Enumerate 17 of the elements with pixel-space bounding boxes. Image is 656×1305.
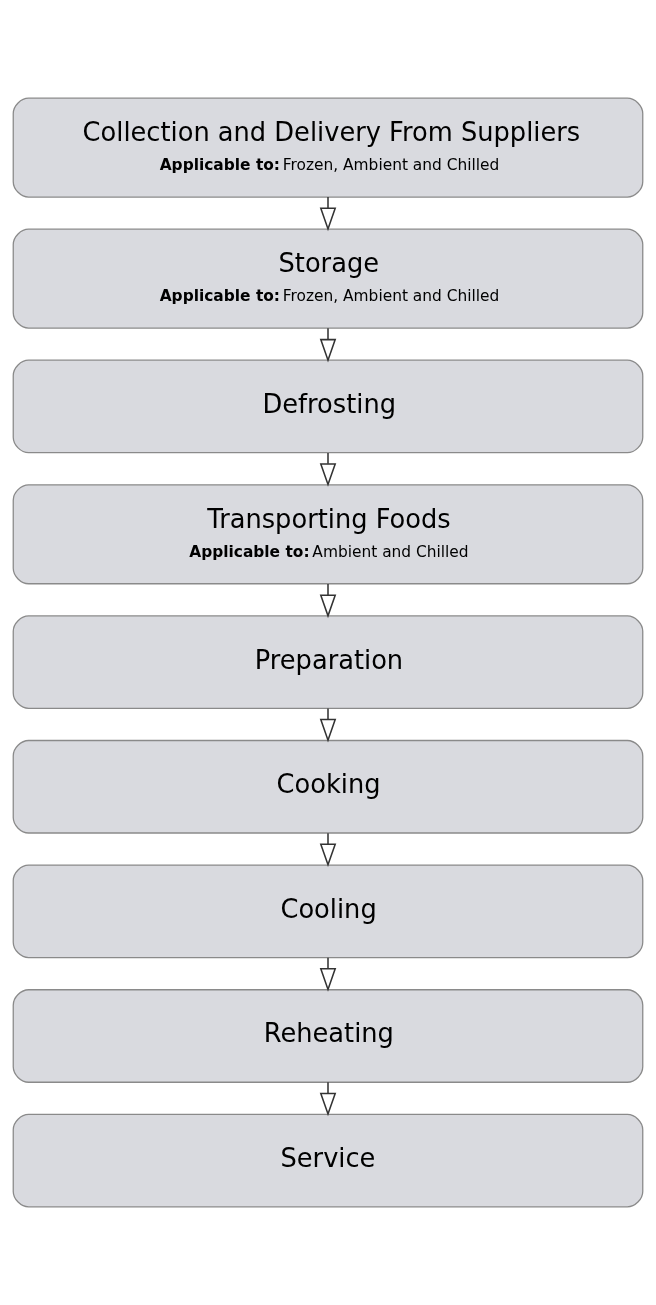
node-box: Cooking [12,739,644,834]
arrow [319,957,337,992]
node-box: Service [12,1113,644,1208]
arrow [319,452,337,487]
node-box: Preparation [12,615,644,710]
arrow [319,1081,337,1117]
node-box: Defrosting [12,359,644,454]
node-box: Storage Applicable to: Frozen, Ambient and Chilled [12,228,644,329]
arrow [319,327,337,363]
node-box: Collection and Delivery From Suppliers Applicable to: Frozen, Ambient and Chilled [12,97,644,198]
arrow [319,832,337,868]
arrow [319,583,337,619]
arrow [319,707,337,743]
node-box: Cooling [12,864,644,959]
node-box: Transporting Foods Applicable to: Ambient and Chilled [12,484,644,585]
arrow [319,196,337,232]
node-box: Reheating [12,989,644,1083]
